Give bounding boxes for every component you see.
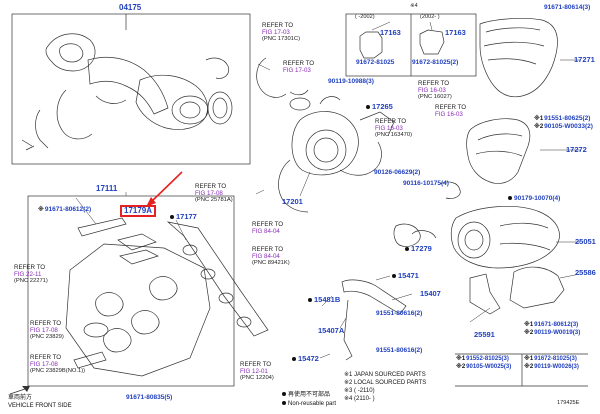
part-25586[interactable]: 25586 [575, 268, 596, 277]
note-local: ※2 LOCAL SOURCED PARTS [344, 380, 427, 386]
non-reusable-dot [282, 401, 286, 406]
manifold-inset-frame [27, 195, 235, 387]
part-17111[interactable]: 17111 [96, 184, 118, 193]
highlight-arrowhead [146, 197, 156, 207]
refer-block-5[interactable]: REFER TO FIG 16-03 (PNC 163470) [375, 118, 413, 138]
refer-block-3[interactable]: REFER TO FIG 16-03 (PNC 16027) [418, 80, 452, 100]
part-17271[interactable]: 17271 [574, 55, 595, 64]
part-17163-a[interactable]: 17163 [380, 28, 401, 37]
part-15481B[interactable]: 15481B [308, 296, 340, 304]
inset-star: ※4 [410, 3, 418, 9]
non-reusable-dot [308, 298, 312, 303]
inset-col1: ( -2002) [355, 14, 375, 20]
part-91672-81025-a[interactable]: 91672-81025 [356, 59, 395, 66]
part-91672-81025-b[interactable]: 91672-81025(2) [412, 59, 459, 66]
part-90116-10175[interactable]: 90116-10175(4) [403, 180, 449, 187]
front-label-en: VEHICLE FRONT SIDE [8, 403, 72, 409]
part-91671-80612-a[interactable]: ※91671-80612(2) [38, 206, 92, 213]
non-reusable-dot [292, 357, 296, 362]
note-range-1: ※3 ( -2110) [344, 388, 375, 394]
part-90119-10988[interactable]: 90119-10988(3) [328, 78, 374, 85]
part-91552-81025[interactable]: ※191552-81025(3) [456, 356, 509, 362]
note-japan: ※1 JAPAN SOURCED PARTS [344, 372, 426, 378]
part-91671-80614[interactable]: 91671-80614(3) [544, 4, 591, 11]
part-17272[interactable]: 17272 [566, 145, 587, 154]
part-04175[interactable]: 04175 [119, 3, 142, 12]
turbo-inset-frame [11, 13, 251, 165]
refer-block-8[interactable]: REFER TO FIG 84-04 (PNC 89421K) [252, 246, 290, 266]
part-17265[interactable]: 17265 [366, 103, 393, 111]
non-reusable-dot [282, 392, 286, 397]
part-91672-81025-c[interactable]: ※191672-81025(3) [524, 356, 577, 362]
part-17163-b[interactable]: 17163 [445, 28, 466, 37]
part-15472[interactable]: 15472 [292, 355, 319, 363]
highlight-arrow [149, 171, 183, 204]
part-91671-80835[interactable]: 91671-80835(5) [126, 394, 173, 401]
part-91551-80616-a[interactable]: 91551-80616(2) [376, 310, 423, 317]
refer-block-1[interactable]: REFER TO FIG 17-03 (PNC 17301C) [262, 22, 301, 42]
refer-block-4[interactable]: REFER TO FIG 16-03 [435, 104, 467, 118]
refer-block-2[interactable]: REFER TO FIG 17-03 [283, 60, 315, 74]
refer-block-10[interactable]: REFER TO FIG 17-08 (PNC 23829) [30, 320, 64, 340]
part-17179A[interactable]: 17179A [120, 205, 157, 217]
part-15407A[interactable]: 15407A [318, 326, 345, 335]
part-15407[interactable]: 15407 [420, 289, 441, 298]
part-17201[interactable]: 17201 [282, 197, 303, 206]
refer-block-9[interactable]: REFER TO FIG 22-11 (PNC 22271) [14, 264, 48, 284]
part-91551-80625[interactable]: ※191551-80625(2) [534, 115, 591, 122]
part-15471[interactable]: 15471 [392, 272, 419, 280]
note-range-2: ※4 (2110- ) [344, 396, 375, 402]
part-91551-80616-b[interactable]: 91551-80616(2) [376, 347, 423, 354]
part-25051[interactable]: 25051 [575, 237, 596, 246]
part-90119-W0019[interactable]: ※290119-W0019(3) [524, 329, 581, 336]
non-reusable-dot [170, 215, 174, 220]
non-reusable-dot [405, 247, 409, 252]
front-arrowhead [22, 386, 30, 392]
refer-block-11[interactable]: REFER TO FIG 17-08 (PNC 23829B(NO.1)) [30, 354, 86, 374]
part-17177[interactable]: 17177 [170, 213, 197, 221]
front-label-jp: 車両前方 [8, 395, 33, 401]
non-reusable-dot [392, 274, 396, 279]
refer-block-7[interactable]: REFER TO FIG 84-04 [252, 221, 284, 235]
part-90105-W0033[interactable]: ※290105-W0033(2) [534, 123, 593, 130]
part-90119-W0026[interactable]: ※290119-W0026(3) [524, 364, 579, 370]
refer-block-12[interactable]: REFER TO FIG 12-01 (PNC 12204) [240, 361, 274, 381]
part-17279[interactable]: 17279 [405, 245, 432, 253]
non-reusable-dot [366, 105, 370, 110]
part-25591[interactable]: 25591 [474, 330, 495, 339]
refer-block-6[interactable]: REFER TO FIG 17-08 (PNC 25781A) [195, 183, 233, 203]
part-90126-06629[interactable]: 90126-06629(2) [374, 169, 421, 176]
part-90179-10070[interactable]: 90179-10070(4) [508, 195, 560, 203]
part-90105-W0025[interactable]: ※290105-W0025(3) [456, 364, 512, 370]
part-91671-80612-b[interactable]: ※191671-80612(3) [524, 321, 579, 328]
note-nonreuse-en: Non-reusable part [282, 401, 336, 407]
non-reusable-dot [508, 196, 512, 201]
inset-col2: (2002- ) [420, 14, 440, 20]
figure-code: 179425E [557, 400, 580, 406]
note-nonreuse-jp: 再使用不可部品 [282, 392, 330, 398]
